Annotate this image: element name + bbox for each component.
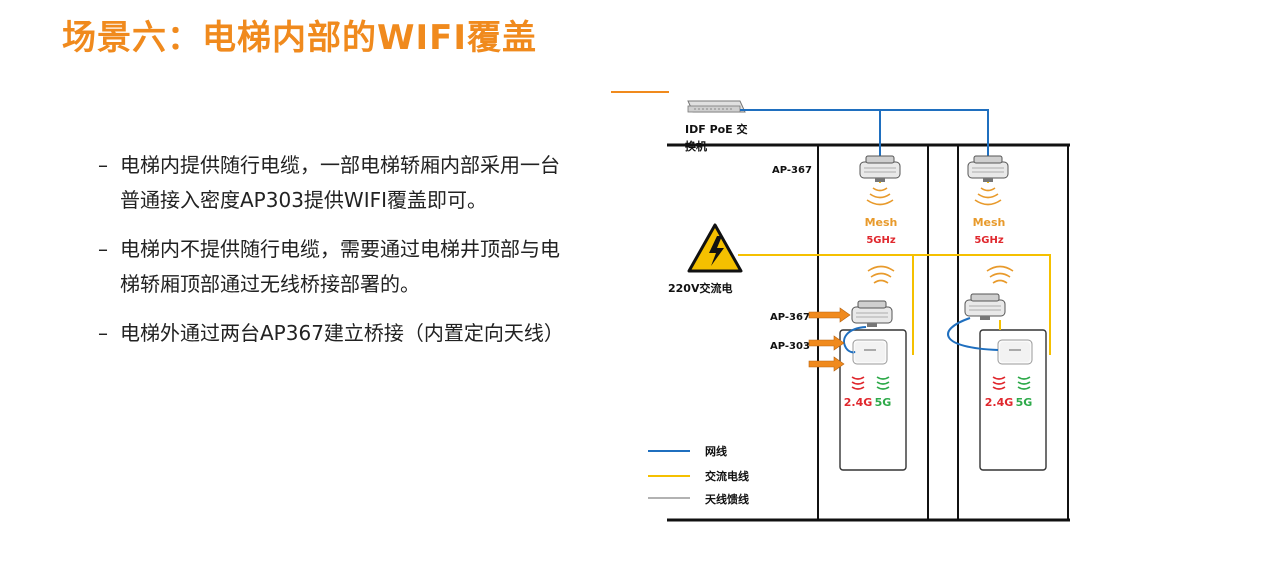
elevator-wifi-diagram: IDF PoE 交 换机 220V交流电 AP-367 Mesh 5GHz Me… xyxy=(611,91,1070,522)
legend-label-feeder: 天线馈线 xyxy=(705,492,749,506)
band-24-left: 2.4G xyxy=(844,396,873,409)
mesh-label-left: Mesh xyxy=(865,216,898,229)
bullet-text-2: 电梯内不提供随行电缆，需要通过电梯井顶部与电梯轿厢顶部通过无线桥接部署的。 xyxy=(120,237,560,296)
power-label: 220V交流电 xyxy=(668,281,732,295)
legend-label-network: 网线 xyxy=(705,444,727,458)
bullet-marker: – xyxy=(98,153,108,177)
ap303-label: AP-303 xyxy=(770,341,810,352)
band-24-right: 2.4G xyxy=(985,396,1014,409)
mesh-band-left: 5GHz xyxy=(866,235,896,246)
mesh-label-right: Mesh xyxy=(973,216,1006,229)
ap-mid-label: AP-367 xyxy=(770,312,810,323)
bullet-item-3: – 电梯外通过两台AP367建立桥接（内置定向天线） xyxy=(98,316,578,351)
poe-switch-icon xyxy=(687,100,746,113)
bullet-text-1: 电梯内提供随行电缆，一部电梯轿厢内部采用一台普通接入密度AP303提供WIFI覆… xyxy=(120,153,560,212)
ap367-top-left-icon xyxy=(859,155,901,183)
high-voltage-warning-icon xyxy=(687,223,743,273)
ap-top-label: AP-367 xyxy=(772,165,812,176)
bullet-item-1: – 电梯内提供随行电缆，一部电梯轿厢内部采用一台普通接入密度AP303提供WIF… xyxy=(98,148,578,218)
bullet-marker: – xyxy=(98,321,108,345)
legend-label-power: 交流电线 xyxy=(705,469,749,483)
bullet-marker: – xyxy=(98,237,108,261)
mesh-signal-icon xyxy=(866,187,1002,206)
band-5-left: 5G xyxy=(875,396,892,409)
bullet-list: – 电梯内提供随行电缆，一部电梯轿厢内部采用一台普通接入密度AP303提供WIF… xyxy=(98,148,578,365)
ap367-car-right-icon xyxy=(964,293,1006,321)
pointer-arrows xyxy=(808,307,851,372)
legend: 网线 交流电线 天线馈线 xyxy=(648,444,749,506)
ap303-left-icon xyxy=(852,339,888,365)
bullet-item-2: – 电梯内不提供随行电缆，需要通过电梯井顶部与电梯轿厢顶部通过无线桥接部署的。 xyxy=(98,232,578,302)
page-title: 场景六：电梯内部的WIFI覆盖 xyxy=(62,18,538,58)
mesh-band-right: 5GHz xyxy=(974,235,1004,246)
ap367-car-left-icon xyxy=(851,300,893,328)
band-5-right: 5G xyxy=(1016,396,1033,409)
switch-label-1: IDF PoE 交 xyxy=(685,122,748,136)
ap303-right-icon xyxy=(997,339,1033,365)
bullet-text-3: 电梯外通过两台AP367建立桥接（内置定向天线） xyxy=(120,321,564,345)
ap367-top-right-icon xyxy=(967,155,1009,183)
mesh-signal-up-icon xyxy=(867,265,1014,284)
switch-label-2: 换机 xyxy=(685,139,707,153)
wifi-signal-icons xyxy=(851,376,1031,390)
